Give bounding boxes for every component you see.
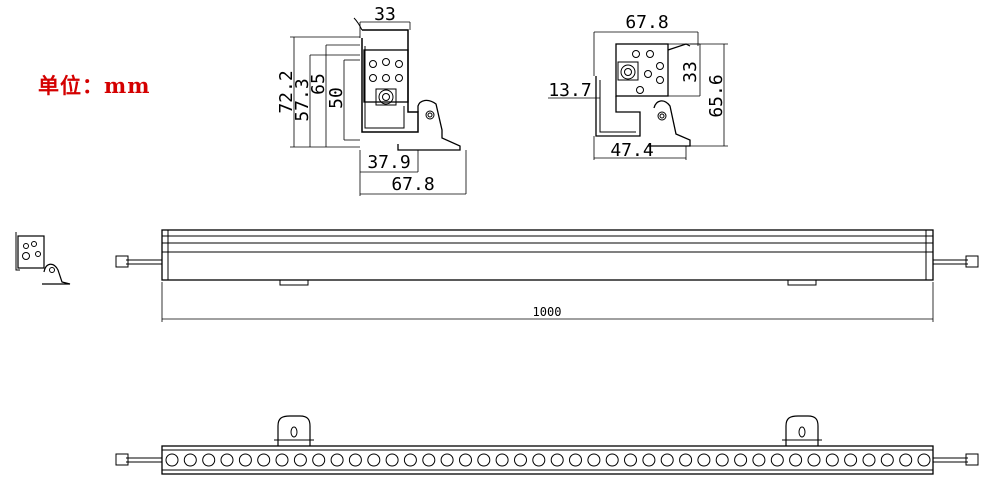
led-circle: [844, 453, 858, 467]
led-circle: [807, 453, 821, 467]
dim-b-bottom: 47.4: [610, 140, 653, 161]
led-circle: [825, 453, 839, 467]
led-circle: [293, 453, 307, 467]
dim-b-top: 67.8: [625, 12, 668, 33]
led-circle: [477, 453, 491, 467]
led-circle: [202, 453, 216, 467]
dim-b-right-inner: 33: [680, 61, 701, 83]
led-circle: [183, 453, 197, 467]
led-circle: [312, 453, 326, 467]
led-circle: [220, 453, 234, 467]
dim-a-w-outer: 67.8: [391, 174, 434, 195]
led-circle: [495, 453, 509, 467]
dim-a-h2: 65: [308, 73, 329, 95]
led-circle: [899, 453, 913, 467]
led-circle: [880, 453, 894, 467]
led-circle: [330, 453, 344, 467]
led-circle: [789, 453, 803, 467]
led-row: [165, 453, 931, 467]
dim-a-h-outer: 72.2: [276, 70, 297, 113]
unit-label: 单位：mm: [38, 73, 151, 98]
led-circle: [422, 453, 436, 467]
dim-a-h1: 57.3: [292, 78, 313, 121]
led-circle: [770, 453, 784, 467]
dim-length: 1000: [533, 305, 562, 319]
front-view: [115, 415, 979, 475]
led-circle: [367, 453, 381, 467]
led-circle: [403, 453, 417, 467]
led-circle: [917, 453, 931, 467]
dim-a-h3: 50: [326, 87, 347, 109]
led-circle: [257, 453, 271, 467]
led-circle: [440, 453, 454, 467]
cross-section-b: 67.8 13.7 33 65.6 47.4: [548, 12, 728, 161]
led-circle: [605, 453, 619, 467]
led-circle: [587, 453, 601, 467]
led-circle: [679, 453, 693, 467]
led-circle: [550, 453, 564, 467]
led-circle: [385, 453, 399, 467]
led-circle: [514, 453, 527, 467]
led-circle: [459, 453, 472, 467]
led-circle: [348, 453, 362, 467]
led-circle: [238, 453, 252, 467]
led-circle: [734, 453, 748, 467]
end-profile-small: [15, 232, 71, 285]
cross-section-a: 33 72.2 57.3 65 50 37.9 67.8: [276, 4, 467, 196]
led-circle: [660, 453, 674, 467]
led-circle: [624, 453, 637, 467]
side-view: 1000: [115, 229, 979, 322]
led-circle: [275, 453, 289, 467]
led-circle: [532, 453, 546, 467]
dim-b-right-outer: 65.6: [706, 74, 727, 117]
led-circle: [642, 453, 656, 467]
dim-a-w-inner: 37.9: [367, 152, 410, 173]
led-circle: [862, 453, 876, 467]
led-circle: [715, 453, 729, 467]
dim-b-left: 13.7: [548, 80, 591, 101]
led-circle: [165, 453, 179, 467]
dim-a-top: 33: [374, 4, 396, 25]
led-circle: [752, 453, 766, 467]
led-circle: [697, 453, 711, 467]
led-circle: [569, 453, 582, 467]
